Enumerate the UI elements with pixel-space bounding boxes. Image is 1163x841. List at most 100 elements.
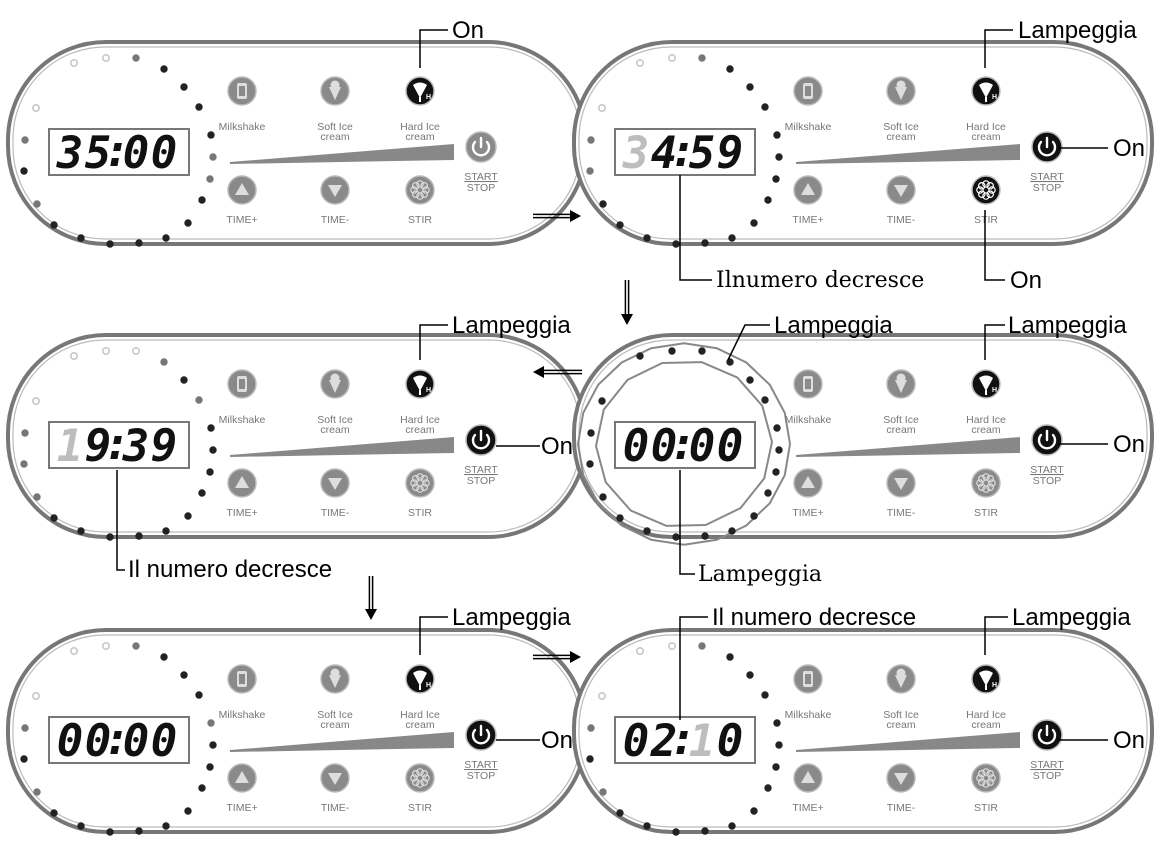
timer-led	[764, 196, 772, 204]
stir-icon[interactable]	[971, 763, 1001, 793]
leader-line	[419, 29, 448, 68]
hard-ice-cream-icon[interactable]: H	[405, 369, 435, 399]
time-minus-icon[interactable]	[886, 763, 916, 793]
timer-led	[761, 396, 769, 404]
power-button[interactable]	[1031, 131, 1063, 163]
soft-ice-cream-icon[interactable]	[886, 76, 916, 106]
timer-led	[195, 396, 203, 404]
milkshake-icon[interactable]	[793, 664, 823, 694]
soft-ice-cream-icon[interactable]	[320, 664, 350, 694]
timer-led	[761, 691, 769, 699]
timer-led	[746, 376, 754, 384]
time-plus-label: TIME+	[226, 507, 257, 519]
label-p4-hard-flash: Lampeggia	[1008, 312, 1127, 339]
timer-led	[672, 533, 680, 541]
milkshake-icon[interactable]	[227, 369, 257, 399]
milkshake-icon[interactable]	[793, 76, 823, 106]
time-digit: 0	[689, 421, 716, 472]
time-minus-icon[interactable]	[320, 175, 350, 205]
time-digit: 0	[85, 716, 112, 767]
timer-led	[668, 54, 677, 63]
time-minus-icon[interactable]	[886, 468, 916, 498]
soft-ice-cream-icon[interactable]	[886, 664, 916, 694]
milkshake-icon[interactable]	[227, 664, 257, 694]
label-p4-power-on: On	[1113, 431, 1145, 458]
soft-ice-cream-icon[interactable]	[886, 369, 916, 399]
time-digit: 5	[689, 128, 716, 179]
time-plus-icon[interactable]	[793, 763, 823, 793]
stir-icon[interactable]	[971, 468, 1001, 498]
svg-text:H: H	[426, 682, 431, 689]
time-minus-icon[interactable]	[886, 175, 916, 205]
timer-led	[586, 755, 594, 763]
hard-ice-cream-icon[interactable]: H	[405, 664, 435, 694]
milkshake-icon[interactable]	[227, 76, 257, 106]
stop-label: STOP	[1033, 770, 1061, 782]
time-colon: :	[104, 126, 131, 177]
time-digit: 0	[623, 421, 650, 472]
power-button[interactable]	[465, 424, 497, 456]
leader-line	[727, 324, 770, 361]
time-plus-icon[interactable]	[793, 175, 823, 205]
power-button[interactable]	[1031, 719, 1063, 751]
time-plus-icon[interactable]	[793, 468, 823, 498]
label-p2-stir-on: On	[1010, 267, 1042, 294]
power-button[interactable]	[465, 131, 497, 163]
label-p4-digits: Lampeggia	[698, 562, 822, 587]
soft-ice-cream-label: cream	[886, 131, 915, 143]
timer-led	[102, 54, 111, 63]
leader-line	[679, 616, 708, 720]
timer-led	[132, 347, 141, 356]
timer-led	[643, 527, 651, 535]
timer-led	[616, 514, 624, 522]
progress-wedge	[796, 732, 1020, 752]
label-p5-power-on: On	[541, 727, 573, 754]
arrow-down-1	[621, 280, 633, 325]
soft-ice-cream-icon[interactable]	[320, 76, 350, 106]
timer-led	[599, 200, 607, 208]
timer-led	[207, 424, 215, 432]
start-label: START	[464, 171, 498, 183]
timer-led	[21, 136, 29, 144]
stir-icon[interactable]	[405, 468, 435, 498]
label-p6-digits: Il numero decresce	[712, 604, 916, 631]
milkshake-icon[interactable]	[793, 369, 823, 399]
time-minus-icon[interactable]	[320, 763, 350, 793]
label-p4-ring-flash: Lampeggia	[774, 312, 893, 339]
timer-led	[21, 724, 29, 732]
panel-frame	[572, 628, 1154, 834]
time-digit: 9	[717, 128, 744, 179]
timer-led	[77, 822, 85, 830]
time-plus-icon[interactable]	[227, 763, 257, 793]
timer-led	[31, 104, 40, 113]
stir-label: STIR	[974, 802, 998, 814]
hard-ice-cream-icon[interactable]: H	[971, 76, 1001, 106]
time-minus-label: TIME-	[887, 214, 916, 226]
timer-led	[184, 219, 192, 227]
digit-display	[48, 716, 190, 764]
hard-ice-cream-icon[interactable]: H	[405, 76, 435, 106]
hard-ice-cream-label: Hard Ice	[400, 121, 440, 133]
time-minus-icon[interactable]	[320, 468, 350, 498]
progress-wedge	[230, 732, 454, 752]
hard-ice-cream-icon[interactable]: H	[971, 664, 1001, 694]
panel-frame-inner	[578, 634, 1148, 828]
soft-ice-cream-label: cream	[886, 719, 915, 731]
stir-icon[interactable]	[405, 763, 435, 793]
timer-led	[20, 460, 28, 468]
time-plus-icon[interactable]	[227, 175, 257, 205]
leader-line	[419, 616, 448, 655]
hard-ice-cream-icon[interactable]: H	[971, 369, 1001, 399]
timer-led	[160, 653, 168, 661]
power-button[interactable]	[465, 719, 497, 751]
hard-ice-cream-label: Hard Ice	[966, 709, 1006, 721]
soft-ice-cream-icon[interactable]	[320, 369, 350, 399]
timer-led	[106, 240, 114, 248]
power-button[interactable]	[1031, 424, 1063, 456]
label-p3-digits: Il numero decresce	[128, 556, 332, 583]
stir-icon[interactable]	[405, 175, 435, 205]
stir-icon[interactable]	[971, 175, 1001, 205]
soft-ice-cream-label: cream	[320, 719, 349, 731]
time-plus-icon[interactable]	[227, 468, 257, 498]
